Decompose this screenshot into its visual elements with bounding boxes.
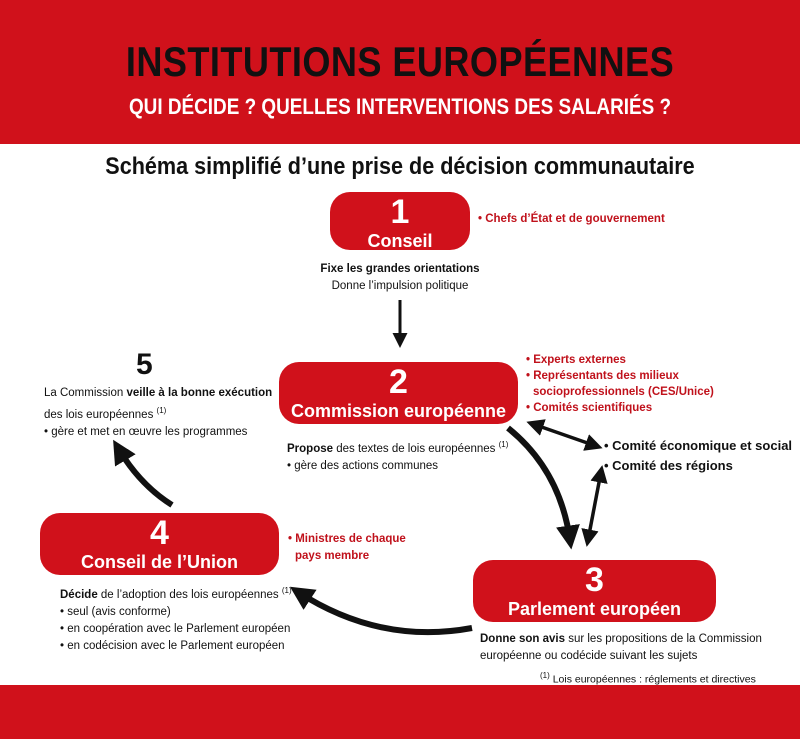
box3-desc-bold: Donne son avis [480, 633, 565, 645]
box2-side-item: • Représentants des milieux [526, 370, 679, 382]
box2-number: 2 [389, 363, 408, 401]
box4-desc-bold: Décide [60, 588, 98, 601]
footnote: (1) Lois européennes : réglements et dir… [540, 667, 756, 689]
arrow-2-to-3 [506, 425, 580, 550]
box1-name: Conseil européen [359, 231, 441, 273]
box4-desc-rest: de l’adoption des lois européennes [97, 588, 282, 601]
step5-desc-bold: veille à la bonne exécution [126, 387, 273, 399]
box3-number: 3 [585, 561, 604, 599]
box4-name: Conseil de l’Union européenne [80, 552, 238, 594]
step5-number: 5 [136, 348, 153, 381]
step5-desc-note: (1) [156, 406, 167, 415]
box1-desc-line2: Donne l’impulsion politique [331, 280, 469, 292]
page-title: INSTITUTIONS EUROPÉENNES [125, 38, 675, 85]
box3-desc-line2: européenne ou codécide suivant les sujet… [480, 650, 698, 662]
box3-description: Donne son avis sur les propositions de l… [480, 631, 762, 665]
step5-desc-pre: La Commission [44, 387, 127, 399]
box1-description: Fixe les grandes orientations Donne l’im… [300, 261, 500, 295]
box4-description: Décide de l’adoption des lois européenne… [60, 582, 292, 655]
box4-side-item: • Ministres de chaque [288, 533, 406, 545]
arrow-4-to-5 [113, 439, 174, 508]
box-conseil-union-europeenne: 4 Conseil de l’Union européenne [40, 513, 279, 594]
box4-side-note: • Ministres de chaque pays membre [288, 531, 406, 565]
box4-number: 4 [150, 514, 169, 552]
box1-desc-bold: Fixe les grandes orientations [320, 263, 480, 275]
box4-desc-note: (1) [281, 586, 292, 595]
box2-description: Propose des textes de lois européennes (… [287, 436, 508, 475]
box3-desc-rest: sur les propositions de la Commission [565, 633, 762, 645]
box2-desc-note: (1) [498, 440, 509, 449]
committee-item: • Comité des régions [604, 458, 733, 473]
box1-number: 1 [390, 193, 410, 231]
box2-side-item: • Comités scientifiques [526, 402, 653, 414]
page-subtitle: QUI DÉCIDE ? QUELLES INTERVENTIONS DES S… [128, 94, 672, 119]
box4-side-item: pays membre [295, 550, 370, 562]
box2-side-note: • Experts externes • Représentants des m… [526, 352, 714, 416]
step5-desc-line2: des lois européennes [44, 408, 157, 421]
footnote-marker: (1) [540, 671, 550, 680]
header-band [0, 0, 800, 144]
step5-description: La Commission veille à la bonne exécutio… [44, 385, 272, 441]
box4-desc-item: • seul (avis conforme) [60, 605, 171, 618]
footer-band [0, 685, 800, 739]
arrow-3-committees [581, 465, 608, 547]
box4-desc-item: • en coopération avec le Parlement europ… [60, 622, 291, 635]
box2-desc-line2: • gère des actions communes [287, 459, 439, 472]
diagram-heading: Schéma simplifié d’une prise de décision… [105, 153, 695, 180]
committee-item: • Comité économique et social [604, 438, 793, 453]
box2-side-item: socioprofessionnels (CES/Unice) [533, 386, 714, 398]
footnote-text: Lois européennes : réglements et directi… [549, 673, 756, 686]
box-parlement-europeen: 3 Parlement européen [473, 560, 716, 622]
box2-desc-rest: des textes de lois européennes [333, 442, 499, 455]
arrow-3-to-4 [289, 586, 473, 636]
arrow-2-committees [526, 419, 603, 451]
box3-name: Parlement européen [507, 599, 682, 619]
box1-side-note: • Chefs d’État et de gouvernement [478, 213, 665, 225]
step5-desc-line3: • gère et met en œuvre les programmes [44, 425, 248, 438]
box2-desc-bold: Propose [287, 442, 334, 455]
box-conseil-europeen: 1 Conseil européen [330, 192, 470, 273]
box-commission-europeenne: 2 Commission européenne [279, 362, 518, 424]
box2-side-item: • Experts externes [526, 354, 626, 366]
box4-desc-item: • en codécision avec le Parlement europé… [60, 639, 285, 652]
committees-list: • Comité économique et social • Comité d… [604, 436, 792, 476]
box2-name: Commission européenne [290, 401, 507, 421]
